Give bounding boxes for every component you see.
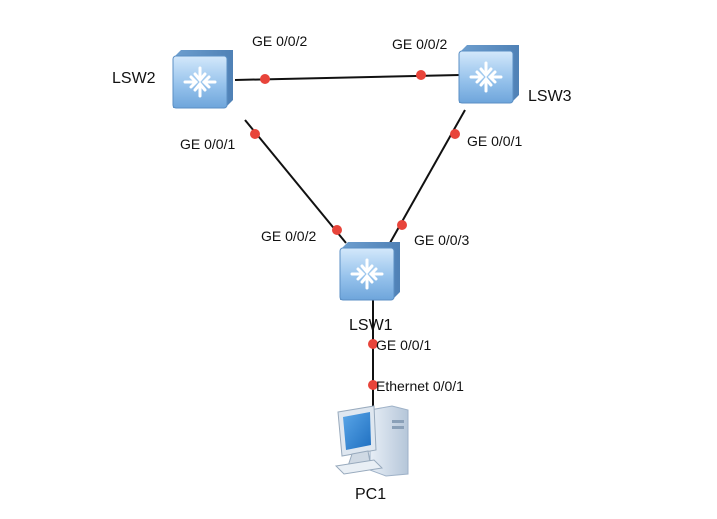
- port-dot-lsw2-ge001[interactable]: [250, 129, 260, 139]
- device-label-pc1: PC1: [355, 486, 386, 503]
- port-label-lsw1-ge003: GE 0/0/3: [414, 232, 469, 248]
- switch-icon: [172, 50, 233, 109]
- port-dot-lsw2-ge002[interactable]: [260, 74, 270, 84]
- port-dot-lsw1-ge003[interactable]: [397, 220, 407, 230]
- port-label-pc1-eth001: Ethernet 0/0/1: [376, 378, 464, 394]
- device-label-lsw1: LSW1: [349, 317, 393, 334]
- device-label-lsw3: LSW3: [528, 88, 572, 105]
- switch-icon: [339, 242, 400, 301]
- ports-layer: [250, 70, 460, 390]
- port-label-lsw3-ge001: GE 0/0/1: [467, 133, 522, 149]
- port-dot-lsw3-ge002[interactable]: [416, 70, 426, 80]
- device-lsw2[interactable]: [172, 50, 233, 109]
- port-dot-lsw1-ge001[interactable]: [368, 339, 378, 349]
- port-dot-lsw1-ge002[interactable]: [332, 225, 342, 235]
- port-label-lsw1-ge002: GE 0/0/2: [261, 228, 316, 244]
- switch-icon: [458, 45, 519, 104]
- port-label-lsw1-ge001: GE 0/0/1: [376, 337, 431, 353]
- device-lsw1[interactable]: [339, 242, 400, 301]
- pc-icon: [334, 405, 409, 477]
- port-label-lsw2-ge001: GE 0/0/1: [180, 136, 235, 152]
- port-dot-lsw3-ge001[interactable]: [450, 129, 460, 139]
- device-label-lsw2: LSW2: [112, 70, 156, 87]
- port-dot-pc1-eth001[interactable]: [368, 380, 378, 390]
- device-lsw3[interactable]: [458, 45, 519, 104]
- port-label-lsw3-ge002: GE 0/0/2: [392, 36, 447, 52]
- port-label-lsw2-ge002: GE 0/0/2: [252, 33, 307, 49]
- link-lsw2-lsw1[interactable]: [244, 119, 347, 244]
- device-pc1[interactable]: [334, 405, 409, 477]
